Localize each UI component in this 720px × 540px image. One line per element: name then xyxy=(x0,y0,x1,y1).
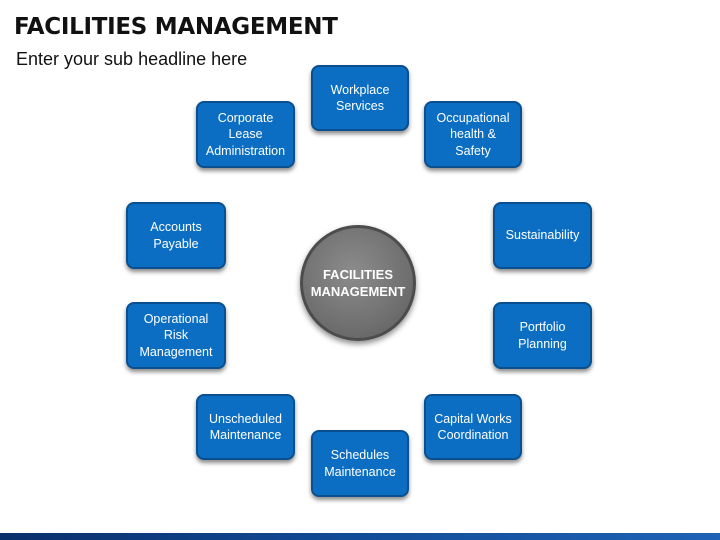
arrow-operational xyxy=(245,301,292,339)
box-operational-risk-management: Operational Risk Management xyxy=(126,302,226,369)
box-capital-works-coordination: Capital Works Coordination xyxy=(424,394,522,460)
box-accounts-payable: Accounts Payable xyxy=(126,202,226,269)
arrow-corporate xyxy=(287,198,327,238)
box-occupational-health-safety: Occupational health & Safety xyxy=(424,101,522,168)
arrow-portfolio xyxy=(424,301,471,339)
arrow-unscheduled xyxy=(289,344,325,386)
page-subtitle: Enter your sub headline here xyxy=(16,49,248,69)
footer-bar xyxy=(0,533,720,540)
page-title: FACILITIES MANAGEMENT xyxy=(14,14,338,40)
box-workplace-services: Workplace Services xyxy=(311,65,409,131)
arrow-occupational xyxy=(389,198,429,238)
box-sustainability: Sustainability xyxy=(493,202,592,269)
box-corporate-lease-administration: Corporate Lease Administration xyxy=(196,101,295,168)
box-portfolio-planning: Portfolio Planning xyxy=(493,302,592,369)
arrow-capital xyxy=(391,344,427,386)
box-schedules-maintenance: Schedules Maintenance xyxy=(311,430,409,497)
arrow-accounts xyxy=(244,240,291,280)
center-hub: FACILITIES MANAGEMENT xyxy=(300,225,416,341)
box-unscheduled-maintenance: Unscheduled Maintenance xyxy=(196,394,295,460)
arrow-sustainability xyxy=(426,240,473,280)
